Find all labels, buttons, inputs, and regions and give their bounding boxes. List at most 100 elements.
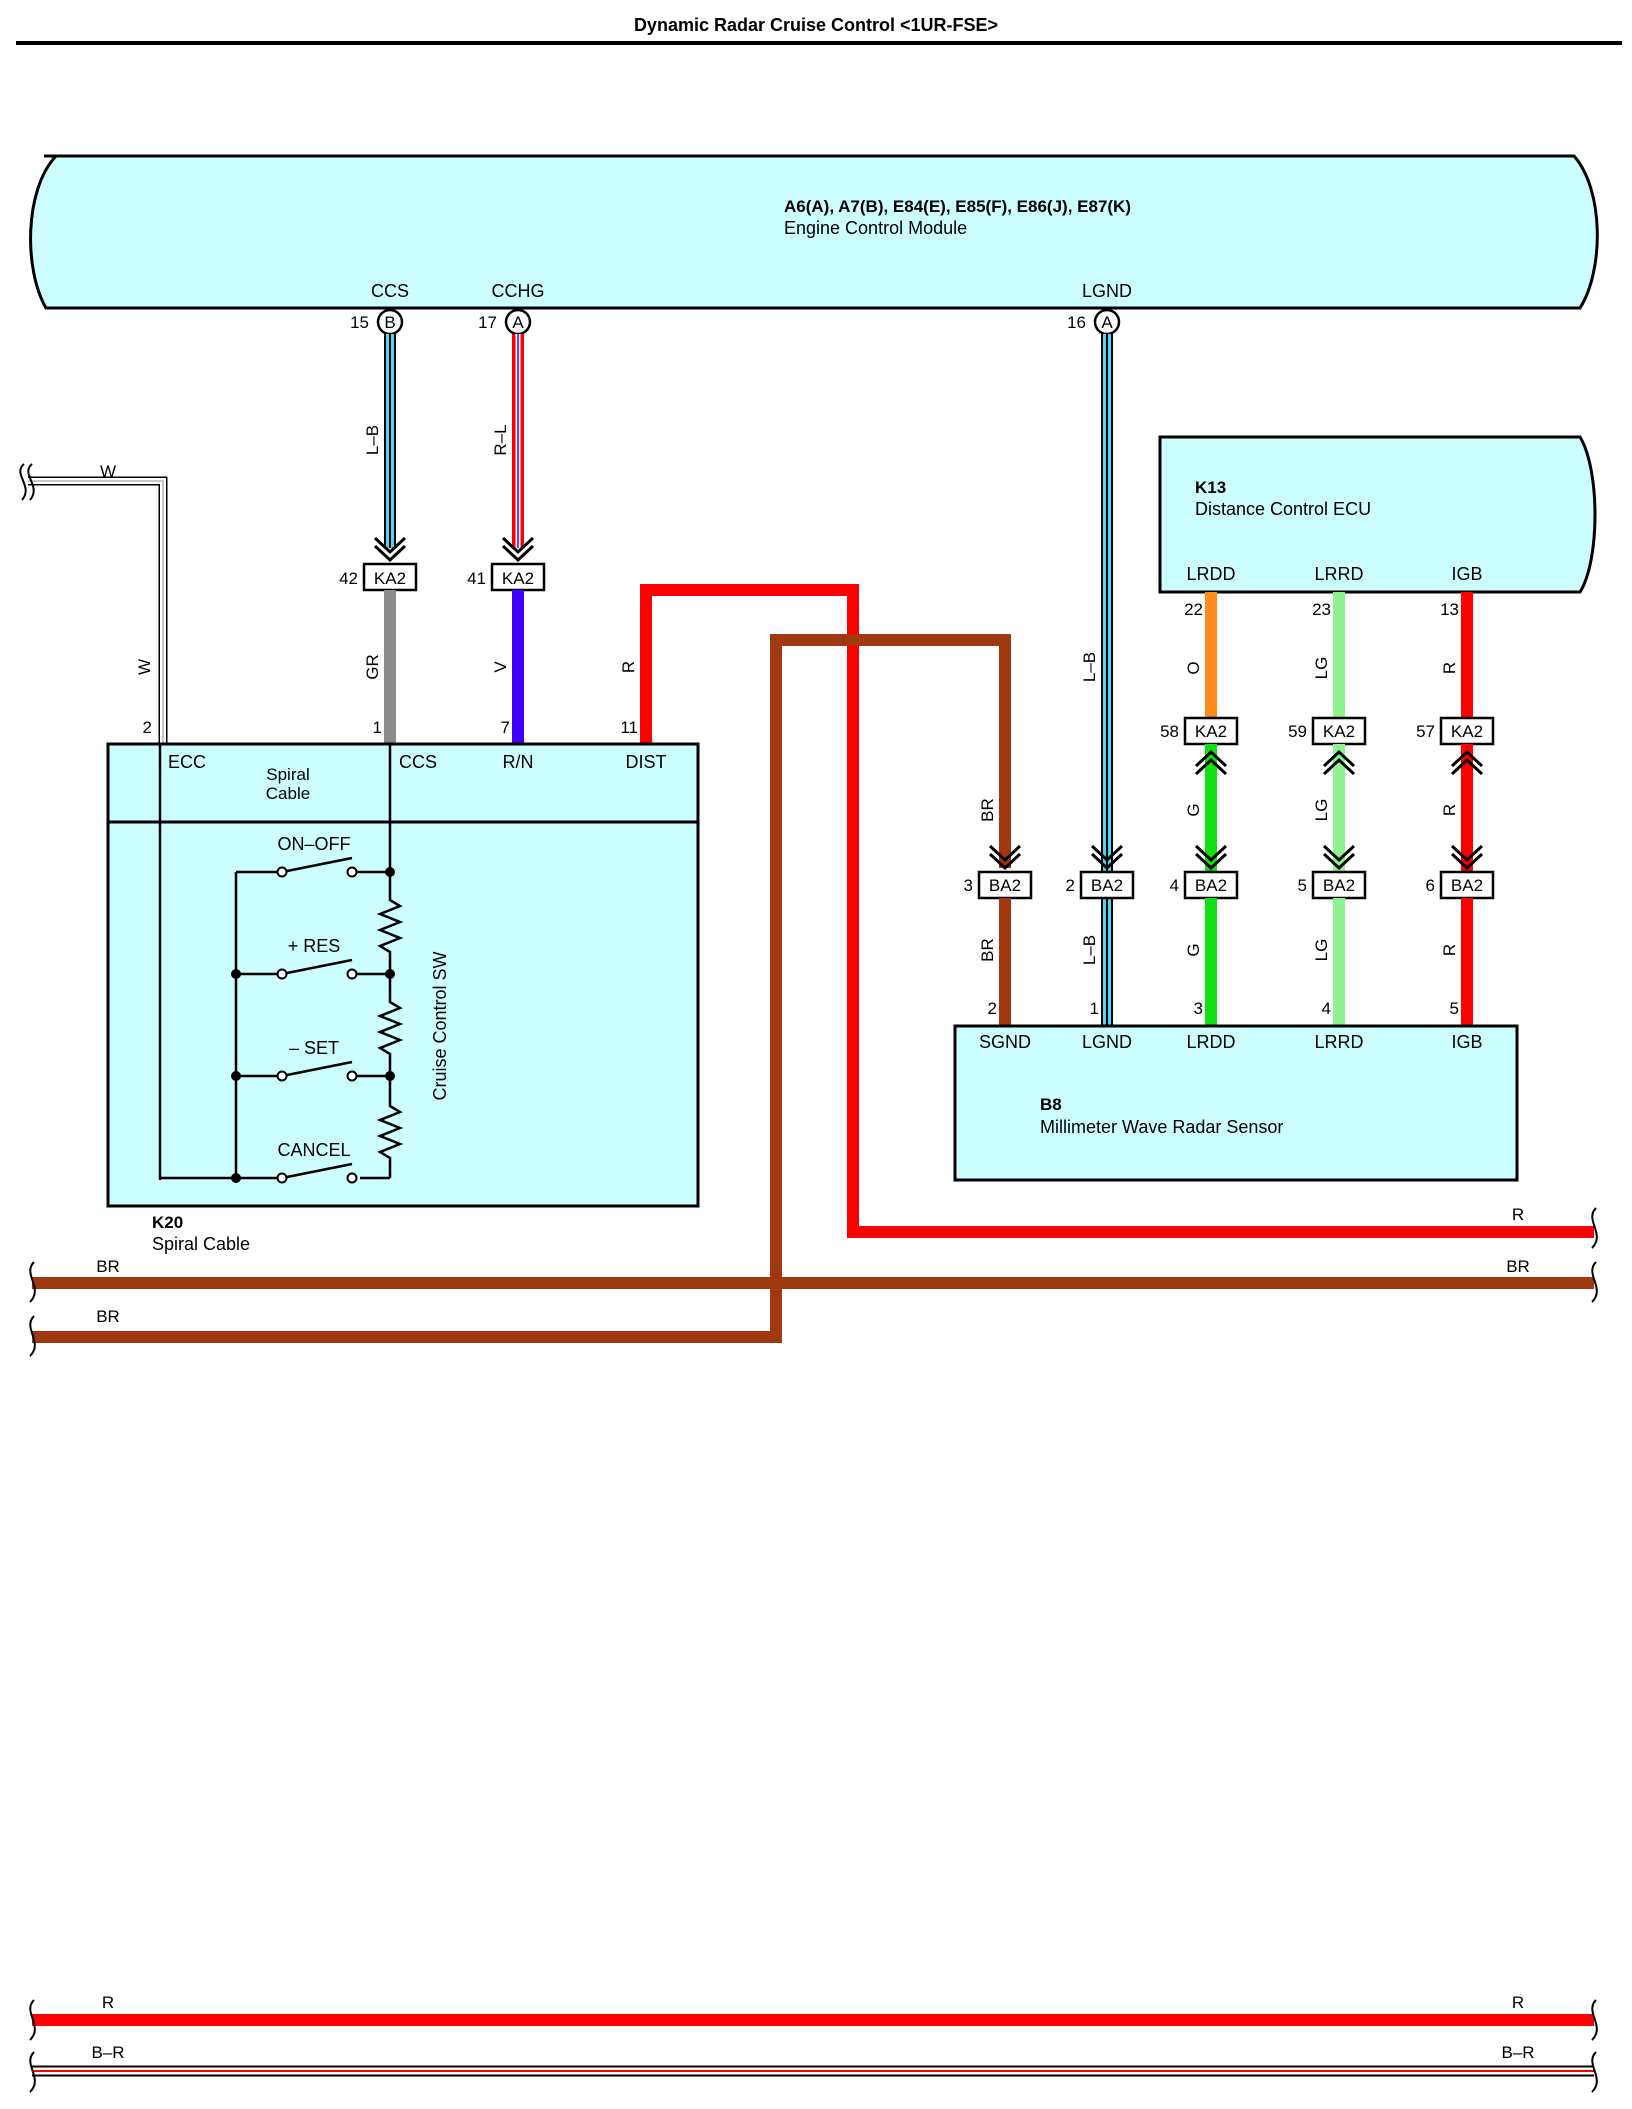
connector-name: BA2 — [1323, 876, 1355, 895]
wire-label-r-right: R — [1512, 1205, 1524, 1224]
k20-terminal-ecc: ECC — [168, 752, 206, 772]
wire-label-br: BR — [96, 1257, 120, 1276]
switch-name: Cruise Control SW — [430, 951, 450, 1100]
ecm-pin-ccs: 15 B — [350, 308, 404, 336]
b8-module — [953, 1024, 1519, 1182]
wire-label-br: BR — [978, 938, 997, 962]
b8-name: Millimeter Wave Radar Sensor — [1040, 1117, 1283, 1137]
arrow-icon — [1450, 844, 1484, 871]
wire-label-r-bottom-left: R — [102, 1993, 114, 2012]
wire-label-r-dist: R — [619, 661, 638, 673]
k20-pin: 7 — [501, 718, 510, 737]
arrow-icon — [1322, 844, 1356, 871]
wire-label-r: R — [1440, 944, 1459, 956]
wire-label-gr: GR — [363, 654, 382, 680]
wire-label-br-stripe-left: B–R — [91, 2043, 124, 2062]
wire-label-w-top: W — [100, 462, 116, 481]
b8-terminal-lrrd: LRRD — [1314, 1032, 1363, 1052]
ecm-terminal-cchg: CCHG — [492, 281, 545, 301]
connector-pin: 41 — [467, 569, 486, 588]
arrow-icon — [373, 536, 407, 563]
k20-terminal-dist: DIST — [625, 752, 666, 772]
b8-pin: 3 — [1194, 999, 1203, 1018]
ecm-pin-number: 17 — [478, 313, 497, 332]
wire-label-br-stripe-right: B–R — [1501, 2043, 1534, 2062]
wire-label-r: R — [1440, 804, 1459, 816]
k13-terminal-lrdd: LRDD — [1186, 564, 1235, 584]
connector-pin: 2 — [1066, 876, 1075, 895]
wire-break-icon — [1591, 1261, 1598, 1303]
connector-ka2-42: 42 KA2 — [339, 562, 418, 592]
connector-name: KA2 — [374, 569, 406, 588]
k20-inner-label: Cable — [266, 784, 310, 803]
connector-pin: 59 — [1288, 722, 1307, 741]
ecm-terminal-ccs: CCS — [371, 281, 409, 301]
k20-terminal-ccs: CCS — [399, 752, 437, 772]
ecm-pin-number: 16 — [1067, 313, 1086, 332]
connector-name: KA2 — [502, 569, 534, 588]
wire-label-br: BR — [96, 1307, 120, 1326]
connector-pin: 57 — [1416, 722, 1435, 741]
k20-pin: 2 — [143, 718, 152, 737]
wire-label-lg: LG — [1312, 939, 1331, 962]
connector-pin: 6 — [1426, 876, 1435, 895]
b8-terminal-igb: IGB — [1451, 1032, 1482, 1052]
ecm-connector-letter: A — [1101, 313, 1113, 332]
wire-w — [28, 476, 168, 744]
switch-contacts — [276, 866, 358, 1184]
connector-name: BA2 — [989, 876, 1021, 895]
k13-pin: 23 — [1312, 600, 1331, 619]
wire-label-g: G — [1184, 943, 1203, 956]
b8-terminal-lgnd: LGND — [1082, 1032, 1132, 1052]
k13-code: K13 — [1195, 478, 1226, 497]
connector-name: KA2 — [1195, 722, 1227, 741]
cruise-control-switch — [160, 856, 404, 1180]
k20-pin: 11 — [620, 718, 638, 737]
ecm-pin-cchg: 17 A — [478, 308, 532, 336]
connector-ba2-3: 3 BA2 — [964, 870, 1033, 900]
wire-br-sgnd — [32, 634, 1011, 1343]
connector-ba2-6: 6 BA2 — [1426, 870, 1495, 900]
connector-ka2-41: 41 KA2 — [467, 562, 546, 592]
k13-terminal-lrrd: LRRD — [1314, 564, 1363, 584]
wire-label-r-bottom-right: R — [1512, 1993, 1524, 2012]
switch-label-res: + RES — [288, 936, 341, 956]
ecm-connector-letter: A — [512, 313, 524, 332]
ecm-module — [29, 154, 1599, 310]
ecm-pin-lgnd: 16 A — [1067, 308, 1121, 336]
wire-break-icon — [1591, 1999, 1598, 2041]
wire-label-lg: LG — [1312, 799, 1331, 822]
wire-label-lg: LG — [1312, 657, 1331, 680]
wire-label-o: O — [1184, 661, 1203, 674]
wire-label-lb: L–B — [1080, 935, 1099, 965]
connector-name: BA2 — [1195, 876, 1227, 895]
wire-break-icon — [27, 463, 35, 501]
connector-ka2-58: 58 KA2 — [1160, 716, 1239, 746]
connector-pin: 4 — [1170, 876, 1179, 895]
b8-code: B8 — [1040, 1095, 1062, 1114]
connector-ka2-57: 57 KA2 — [1416, 716, 1495, 746]
connector-name: BA2 — [1451, 876, 1483, 895]
arrow-icon — [988, 844, 1022, 871]
k13-name: Distance Control ECU — [1195, 499, 1371, 519]
b8-pin: 1 — [1090, 999, 1099, 1018]
arrow-icon — [1194, 844, 1228, 871]
k13-module — [1158, 435, 1597, 594]
connector-ba2-4: 4 BA2 — [1170, 870, 1239, 900]
k20-inner-label: Spiral — [266, 765, 309, 784]
b8-terminal-lrdd: LRDD — [1186, 1032, 1235, 1052]
connector-name: KA2 — [1451, 722, 1483, 741]
ecm-connector-letter: B — [384, 313, 395, 332]
k20-name: Spiral Cable — [152, 1234, 250, 1254]
b8-pin: 2 — [988, 999, 997, 1018]
k13-terminal-igb: IGB — [1451, 564, 1482, 584]
k20-code: K20 — [152, 1213, 183, 1232]
b8-terminal-sgnd: SGND — [979, 1032, 1031, 1052]
b8-pin: 4 — [1322, 999, 1331, 1018]
connector-pin: 5 — [1298, 876, 1307, 895]
ecm-terminal-lgnd: LGND — [1082, 281, 1132, 301]
k20-terminal-rn: R/N — [503, 752, 534, 772]
ecm-pin-number: 15 — [350, 313, 369, 332]
arrow-icon — [501, 536, 535, 563]
connector-pin: 42 — [339, 569, 358, 588]
